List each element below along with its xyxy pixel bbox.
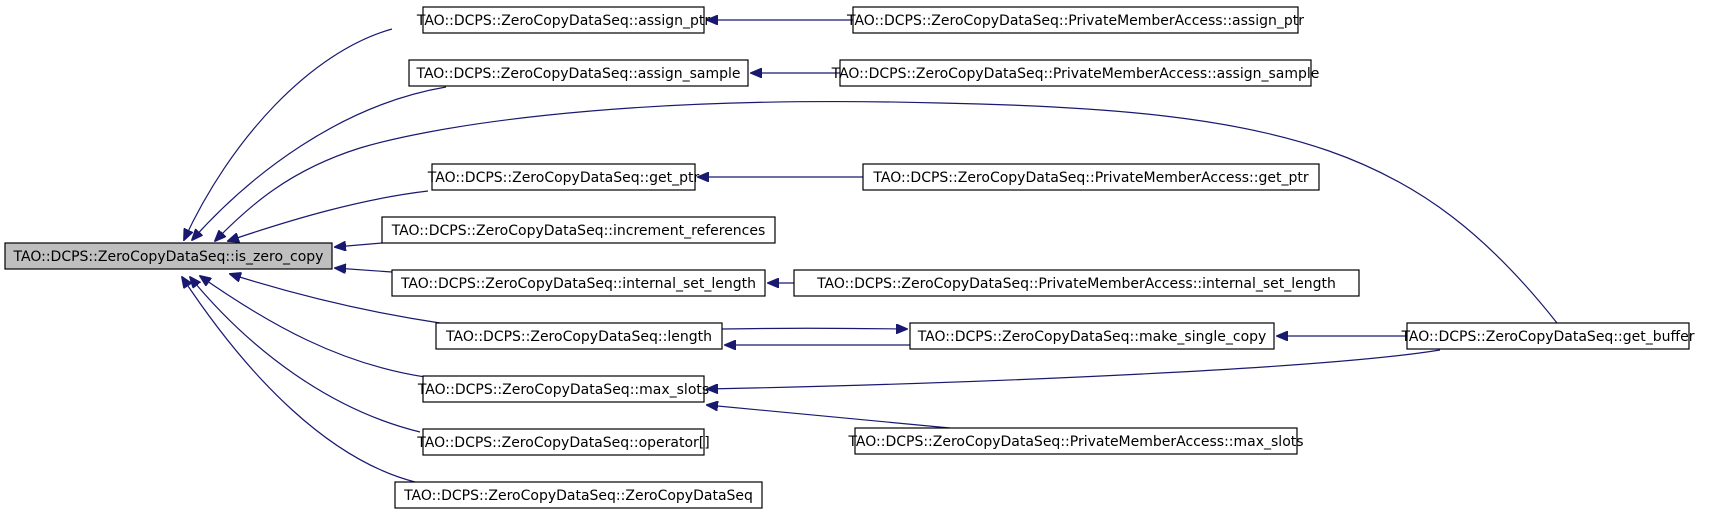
node-is-zero-copy[interactable]: TAO::DCPS::ZeroCopyDataSeq::is_zero_copy <box>4 242 333 270</box>
node-operator-idx[interactable]: TAO::DCPS::ZeroCopyDataSeq::operator[] <box>416 428 710 456</box>
node-label: TAO::DCPS::ZeroCopyDataSeq::PrivateMembe… <box>846 13 1304 29</box>
node-label: TAO::DCPS::ZeroCopyDataSeq::internal_set… <box>400 276 756 292</box>
edge-length-to-is_zero_copy <box>230 274 441 324</box>
node-label: TAO::DCPS::ZeroCopyDataSeq::get_buffer <box>1400 329 1694 345</box>
node-length[interactable]: TAO::DCPS::ZeroCopyDataSeq::length <box>435 322 723 350</box>
node-label: TAO::DCPS::ZeroCopyDataSeq::is_zero_copy <box>13 249 324 265</box>
node-label: TAO::DCPS::ZeroCopyDataSeq::operator[] <box>416 435 709 451</box>
node-box <box>1406 322 1690 350</box>
node-increment-references[interactable]: TAO::DCPS::ZeroCopyDataSeq::increment_re… <box>381 216 776 244</box>
node-box <box>839 59 1312 87</box>
node-assign-sample[interactable]: TAO::DCPS::ZeroCopyDataSeq::assign_sampl… <box>408 59 749 87</box>
node-label: TAO::DCPS::ZeroCopyDataSeq::PrivateMembe… <box>816 276 1336 292</box>
node-label: TAO::DCPS::ZeroCopyDataSeq::make_single_… <box>917 329 1267 345</box>
node-box <box>381 216 776 244</box>
edge-length-to-make_single_copy <box>721 328 907 329</box>
edge-get_buffer-to-is_zero_copy <box>215 100 1558 324</box>
edge-get_buffer-to-max_slots <box>707 349 1441 389</box>
edge-increment_references-to-is_zero_copy <box>335 243 383 247</box>
node-ctor[interactable]: TAO::DCPS::ZeroCopyDataSeq::ZeroCopyData… <box>394 481 763 509</box>
node-box <box>422 6 705 34</box>
edge-assign_sample-to-is_zero_copy <box>192 86 447 240</box>
edge-pma_max_slots-to-max_slots <box>707 405 951 429</box>
node-pma-assign-sample[interactable]: TAO::DCPS::ZeroCopyDataSeq::PrivateMembe… <box>831 59 1320 87</box>
node-label: TAO::DCPS::ZeroCopyDataSeq::length <box>445 329 712 345</box>
edge-internal_set_length-to-is_zero_copy <box>335 268 393 272</box>
node-box <box>394 481 763 509</box>
edge-max_slots-to-is_zero_copy <box>200 276 426 378</box>
edge-operator_idx-to-is_zero_copy <box>190 277 421 433</box>
node-make-single-copy[interactable]: TAO::DCPS::ZeroCopyDataSeq::make_single_… <box>909 322 1275 350</box>
edge-get_ptr-to-is_zero_copy <box>228 190 429 241</box>
node-max-slots[interactable]: TAO::DCPS::ZeroCopyDataSeq::max_slots <box>417 375 709 403</box>
node-label: TAO::DCPS::ZeroCopyDataSeq::PrivateMembe… <box>847 434 1303 450</box>
node-pma-assign-ptr[interactable]: TAO::DCPS::ZeroCopyDataSeq::PrivateMembe… <box>846 6 1304 34</box>
node-box <box>435 322 723 350</box>
node-box <box>909 322 1275 350</box>
node-pma-internal-set-length[interactable]: TAO::DCPS::ZeroCopyDataSeq::PrivateMembe… <box>793 269 1360 297</box>
node-box <box>862 163 1320 191</box>
node-label: TAO::DCPS::ZeroCopyDataSeq::PrivateMembe… <box>872 170 1308 186</box>
node-box <box>793 269 1360 297</box>
node-label: TAO::DCPS::ZeroCopyDataSeq::ZeroCopyData… <box>403 488 753 504</box>
node-box <box>852 6 1299 34</box>
node-box <box>854 427 1298 455</box>
node-box <box>422 428 705 456</box>
node-label: TAO::DCPS::ZeroCopyDataSeq::assign_sampl… <box>415 66 740 82</box>
node-box <box>408 59 749 87</box>
node-box <box>391 269 766 297</box>
node-assign-ptr[interactable]: TAO::DCPS::ZeroCopyDataSeq::assign_ptr <box>416 6 710 34</box>
edges-layer <box>182 20 1558 483</box>
nodes-layer: TAO::DCPS::ZeroCopyDataSeq::is_zero_copy… <box>4 6 1695 509</box>
edge-ctor-to-is_zero_copy <box>182 277 416 483</box>
node-pma-max-slots[interactable]: TAO::DCPS::ZeroCopyDataSeq::PrivateMembe… <box>847 427 1304 455</box>
node-label: TAO::DCPS::ZeroCopyDataSeq::get_ptr <box>427 170 700 186</box>
node-get-ptr[interactable]: TAO::DCPS::ZeroCopyDataSeq::get_ptr <box>427 163 700 191</box>
node-box <box>4 242 333 270</box>
node-internal-set-length[interactable]: TAO::DCPS::ZeroCopyDataSeq::internal_set… <box>391 269 766 297</box>
node-label: TAO::DCPS::ZeroCopyDataSeq::max_slots <box>417 382 709 398</box>
node-label: TAO::DCPS::ZeroCopyDataSeq::PrivateMembe… <box>831 66 1320 82</box>
node-label: TAO::DCPS::ZeroCopyDataSeq::increment_re… <box>391 223 766 239</box>
edge-assign_ptr-to-is_zero_copy <box>184 28 393 240</box>
node-get-buffer[interactable]: TAO::DCPS::ZeroCopyDataSeq::get_buffer <box>1400 322 1695 350</box>
node-label: TAO::DCPS::ZeroCopyDataSeq::assign_ptr <box>416 13 710 29</box>
node-box <box>431 163 696 191</box>
node-box <box>422 375 705 403</box>
node-pma-get-ptr[interactable]: TAO::DCPS::ZeroCopyDataSeq::PrivateMembe… <box>862 163 1320 191</box>
